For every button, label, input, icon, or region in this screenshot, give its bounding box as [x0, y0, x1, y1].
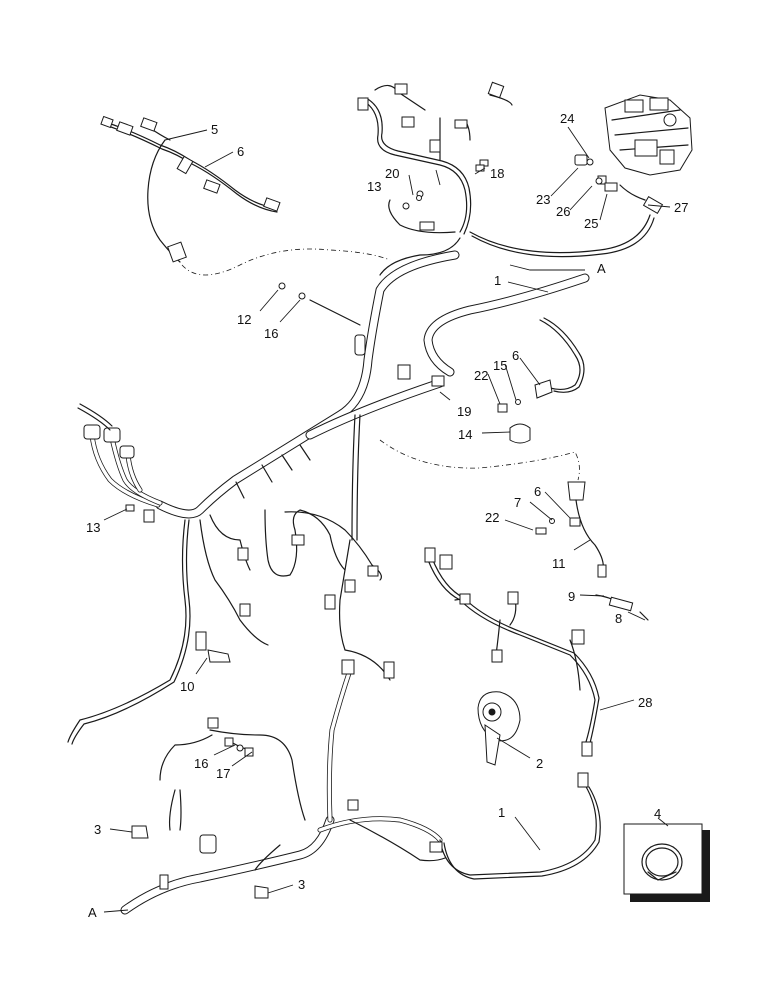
callout-27: 27: [674, 200, 688, 215]
callout-25: 25: [584, 216, 598, 231]
callout-26: 26: [556, 204, 570, 219]
leader-lines: [103, 126, 671, 913]
callout-3: 3: [94, 822, 101, 837]
callout-3: 3: [298, 877, 305, 892]
callout-16: 16: [194, 756, 208, 771]
callout-13: 13: [367, 179, 381, 194]
callout-8: 8: [615, 611, 622, 626]
callout-4: 4: [654, 806, 661, 821]
sensor-chain-right: [379, 439, 649, 621]
callout-24: 24: [560, 111, 574, 126]
sub-harness-top-center: [357, 81, 655, 276]
callout-22: 22: [474, 368, 488, 383]
callout-labels: 5 6 24 20 18 13 23 26 25 27 1 A 12 16 15…: [86, 111, 688, 920]
clamp-detail-box: [623, 823, 710, 902]
callout-28: 28: [638, 695, 652, 710]
callout-A: A: [88, 905, 97, 920]
callout-22: 22: [485, 510, 499, 525]
main-harness: [77, 250, 590, 519]
callout-7: 7: [514, 495, 521, 510]
callout-6: 6: [512, 348, 519, 363]
callout-1: 1: [498, 805, 505, 820]
callout-15: 15: [493, 358, 507, 373]
sensor-group-23-27: [574, 154, 664, 215]
callout-23: 23: [536, 192, 550, 207]
right-harness-28: [424, 547, 600, 757]
callout-9: 9: [568, 589, 575, 604]
callout-5: 5: [211, 122, 218, 137]
callout-11: 11: [552, 556, 566, 571]
engine-block: [604, 94, 693, 176]
callout-1: 1: [494, 273, 501, 288]
callout-17: 17: [216, 766, 230, 781]
callout-19: 19: [457, 404, 471, 419]
callout-2: 2: [536, 756, 543, 771]
callout-12: 12: [237, 312, 251, 327]
callout-10: 10: [180, 679, 194, 694]
lower-branches: [67, 414, 395, 745]
callout-13: 13: [86, 520, 100, 535]
callout-6: 6: [237, 144, 244, 159]
lower-harness: [120, 659, 601, 915]
callout-14: 14: [458, 427, 472, 442]
callout-A: A: [597, 261, 606, 276]
callout-16: 16: [264, 326, 278, 341]
callout-6: 6: [534, 484, 541, 499]
sensor-group-middle: [497, 317, 585, 444]
callout-20: 20: [385, 166, 399, 181]
callout-18: 18: [490, 166, 504, 181]
horn: [477, 691, 521, 766]
sub-harness-5-6: [100, 115, 391, 276]
